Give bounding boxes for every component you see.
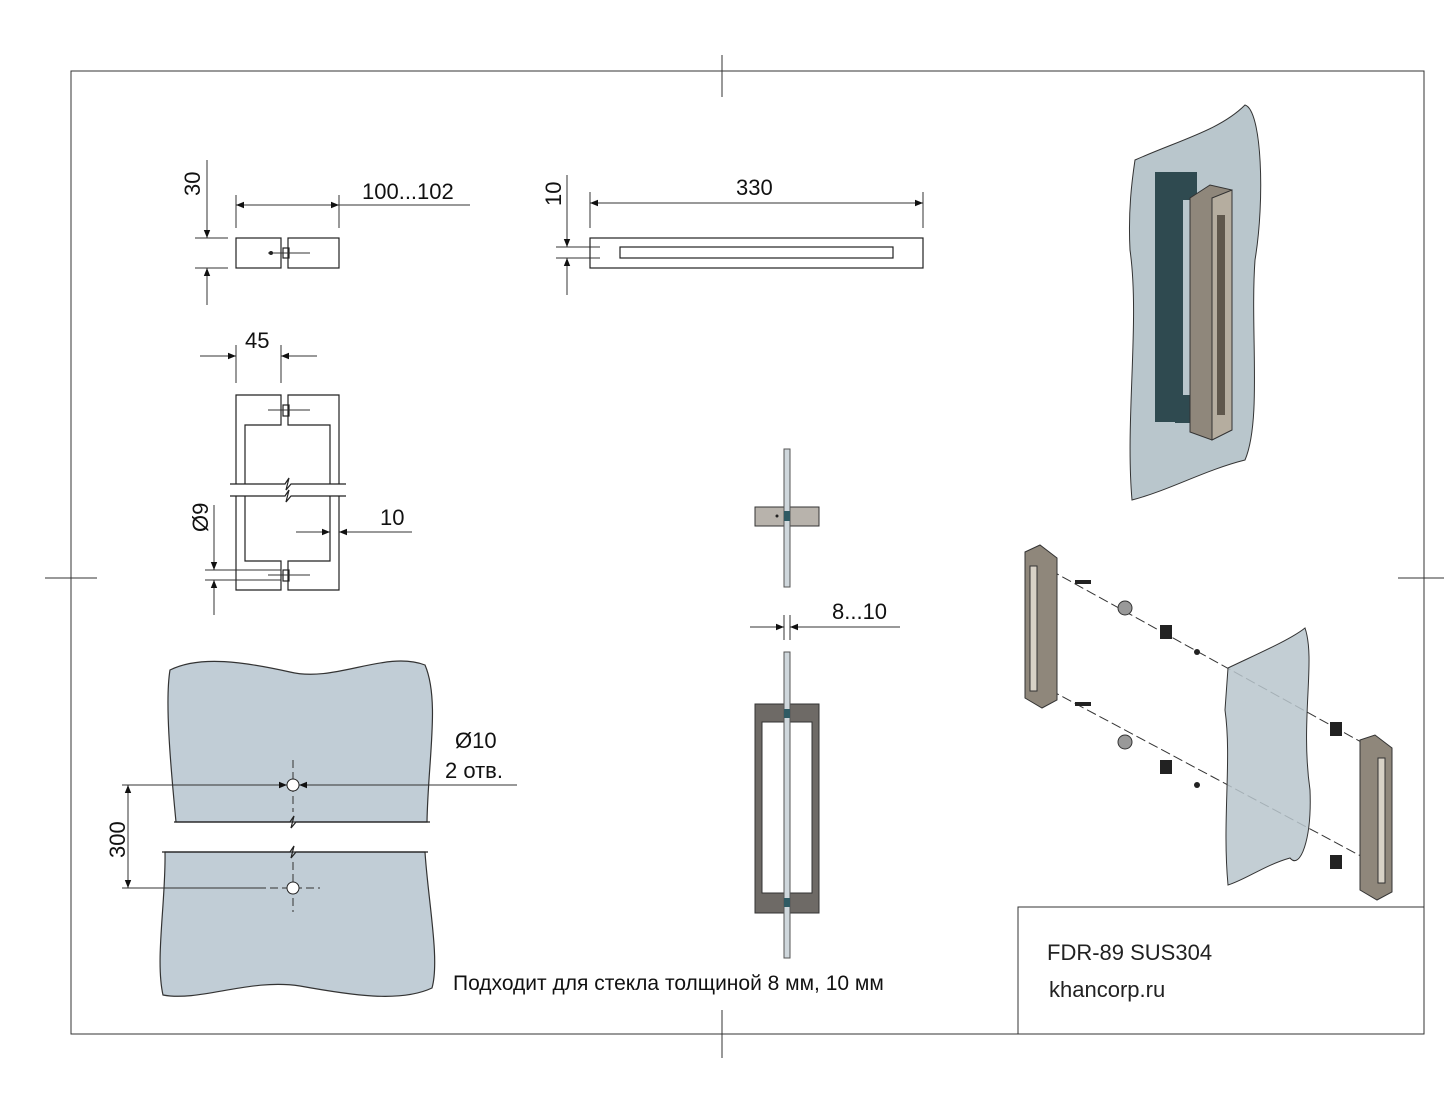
side-bar-view: 330 10 (541, 175, 924, 295)
dim-hole-diameter: Ø10 (455, 728, 497, 753)
dim-width-45: 45 (245, 328, 269, 353)
assembled-3d-view (1128, 104, 1262, 501)
dim-thickness-10: 10 (541, 182, 566, 206)
dim-diameter-9: Ø9 (188, 503, 213, 532)
center-marks (45, 55, 1444, 1058)
drawing-frame (70, 70, 1425, 1035)
mounting-hole (286, 881, 300, 895)
dim-length-330: 330 (736, 175, 773, 200)
dim-hole-spacing-300: 300 (105, 821, 130, 858)
glass-hole-layout: 300 Ø10 2 отв. (105, 660, 517, 997)
dim-glass-8-10: 8...10 (832, 599, 887, 624)
side-section-bottom: 8...10 (750, 599, 900, 959)
front-view: 45 10 Ø9 (188, 328, 412, 615)
exploded-3d-view (1024, 544, 1393, 901)
dim-wall-10: 10 (380, 505, 404, 530)
website-link[interactable]: khancorp.ru (1049, 977, 1165, 1002)
model-name: FDR-89 SUS304 (1047, 940, 1212, 965)
dim-height-30: 30 (180, 172, 205, 196)
glass-thickness-note: Подходит для стекла толщиной 8 мм, 10 мм (453, 972, 884, 995)
mounting-hole (286, 778, 300, 792)
top-view: 100...102 30 (180, 160, 470, 305)
dim-hole-count: 2 отв. (445, 758, 503, 783)
side-section-top (754, 448, 820, 588)
title-block: FDR-89 SUS304 khancorp.ru (1017, 906, 1425, 1035)
dim-length-100-102: 100...102 (362, 179, 454, 204)
